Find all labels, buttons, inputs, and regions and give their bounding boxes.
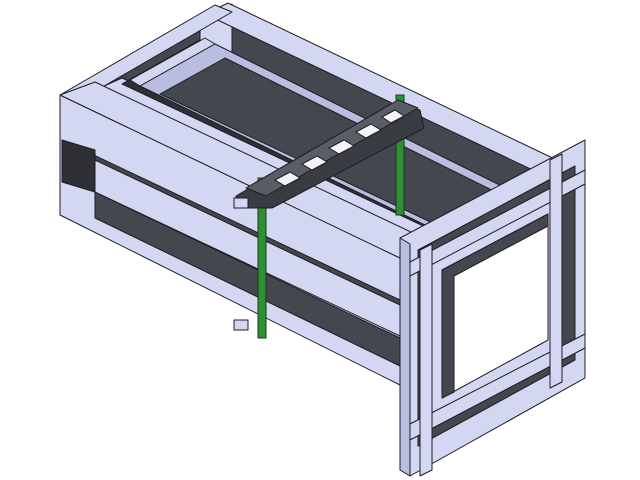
end-frame-post-right bbox=[549, 153, 563, 389]
end-frame-crossbar-bottom bbox=[409, 333, 586, 441]
rod-back bbox=[395, 94, 405, 216]
rod-front bbox=[257, 177, 267, 339]
end-frame-crossbar-top bbox=[409, 169, 586, 277]
end-frame-opening-depth bbox=[441, 213, 549, 399]
end-frame-side bbox=[399, 237, 411, 477]
bracket-slots bbox=[273, 109, 405, 187]
bottom-clip bbox=[233, 319, 249, 331]
bracket-end-left bbox=[233, 197, 249, 209]
end-frame-post-left bbox=[419, 243, 433, 477]
